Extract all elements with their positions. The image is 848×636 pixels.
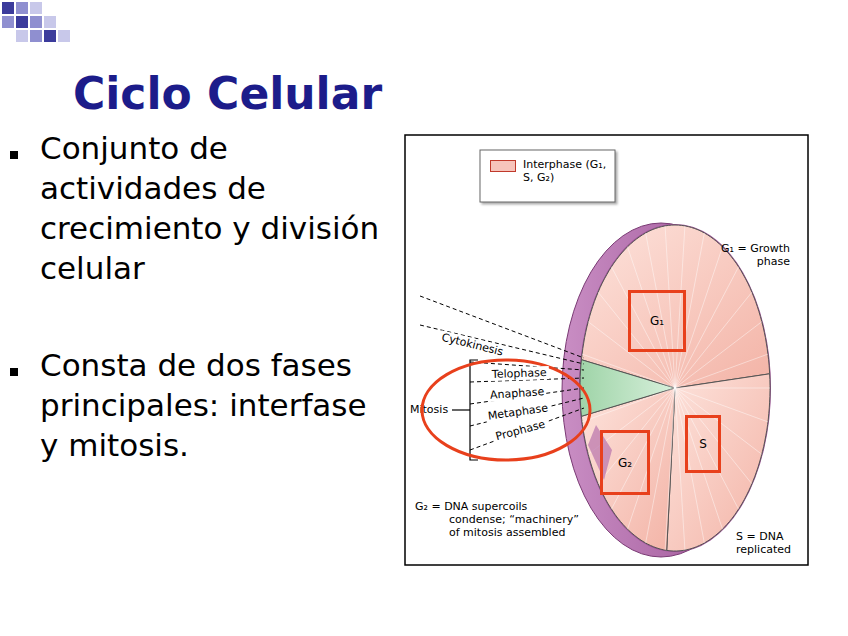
phase-note: G₂ = DNA supercoils condense; “machinery… (415, 500, 585, 539)
phase-label: Prophase (492, 417, 548, 444)
phase-note: G₁ = Growth phase (698, 242, 790, 268)
figure-frame (405, 135, 808, 565)
bullet-squares (10, 151, 18, 376)
phase-note: S = DNA replicated (736, 530, 798, 556)
phase-label: Telophase (490, 366, 549, 381)
cell-cycle-disc (562, 223, 770, 557)
bullet-text: Consta de dos fases principales: interfa… (40, 345, 385, 465)
phase-name: S (699, 437, 707, 451)
phase-highlight-box: G₂ (600, 430, 650, 495)
phase-label: Anaphase (488, 385, 547, 402)
mitosis-highlight-ellipse: TelophaseAnaphaseMetaphaseProphase (420, 358, 592, 462)
corner-decoration (2, 2, 70, 42)
bullet-text: Conjunto de actividades de crecimiento y… (40, 128, 385, 288)
mitosis-bracket (452, 360, 478, 460)
legend-entry: Interphase (G₁, S, G₂) (490, 158, 608, 184)
slide-title: Ciclo Celular (73, 68, 382, 119)
legend-swatch (490, 160, 516, 172)
phase-highlight-box: S (685, 415, 721, 473)
phase-highlight-box: G₁ (628, 290, 686, 352)
legend-box (480, 150, 615, 202)
group-label: Mitosis (410, 403, 448, 416)
phase-name: G₁ (650, 314, 664, 328)
legend-text: Interphase (G₁, S, G₂) (523, 158, 608, 184)
phase-name: G₂ (618, 456, 632, 470)
